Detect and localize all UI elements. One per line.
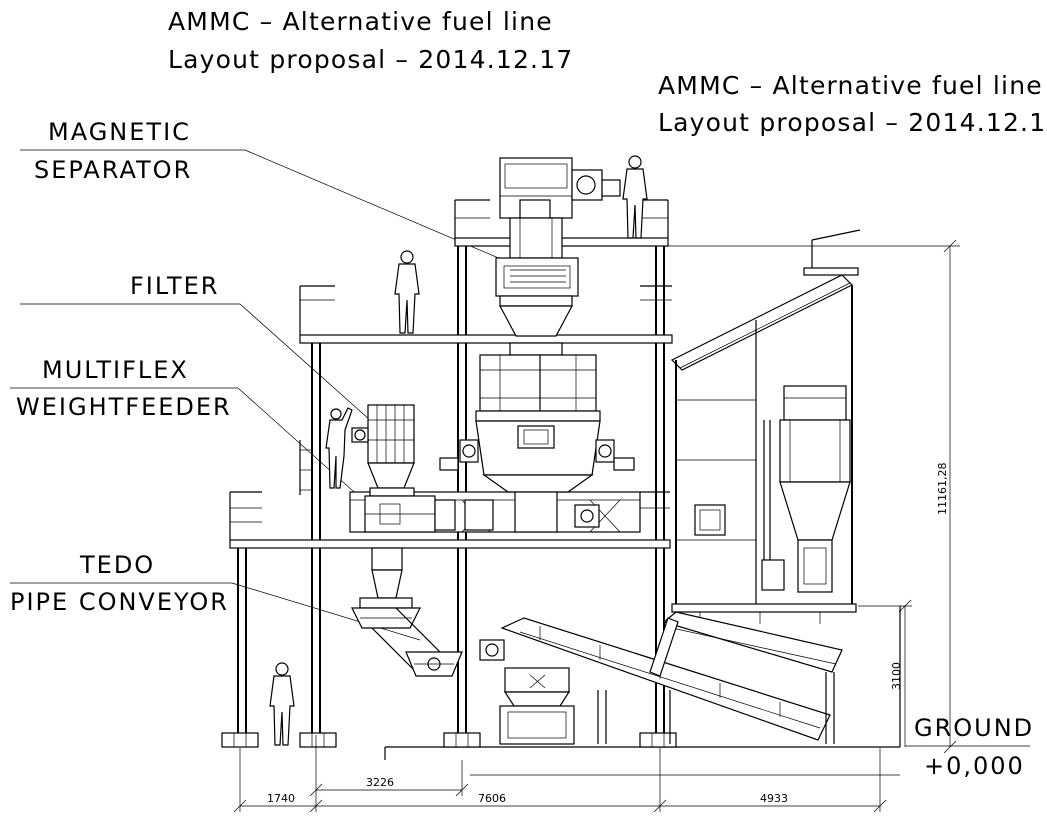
dim-4933: 4933: [760, 792, 788, 805]
dim-11161: 11161,28: [936, 463, 949, 516]
magnetic-label-2: SEPARATOR: [34, 156, 192, 184]
tedo-pipe-conveyor: [351, 547, 463, 677]
callout-tedo-pipe-conveyor: TEDO PIPE CONVEYOR: [10, 551, 421, 641]
person-figure-top-platform: [622, 155, 648, 239]
inclined-conveyor: [479, 617, 831, 745]
filter-label: FILTER: [130, 272, 219, 300]
dimension-3226: 3226: [309, 735, 469, 797]
title-top-line2: Layout proposal – 2014.12.17: [168, 45, 573, 74]
person-figure-ground: [269, 662, 295, 746]
right-building: [649, 229, 861, 744]
title-right-line2: Layout proposal – 2014.12.17: [658, 108, 1047, 137]
multiflex-weightfeeder: [364, 495, 456, 533]
central-unit: [439, 342, 635, 533]
tedo-label-2: PIPE CONVEYOR: [10, 588, 229, 616]
ground-line: [384, 606, 901, 776]
ground-label-2: +0,000: [924, 752, 1025, 780]
dimension-3100: 3100: [858, 599, 912, 747]
person-figure-filter: [325, 407, 353, 489]
dim-3226: 3226: [366, 776, 394, 789]
filter: [351, 404, 415, 497]
magnetic-separator: [495, 157, 621, 337]
dim-3100: 3100: [890, 662, 903, 690]
dimension-bottom-chain: 1740 7606 4933: [233, 748, 887, 813]
callout-magnetic-separator: MAGNETIC SEPARATOR: [20, 118, 509, 263]
callout-filter: FILTER: [20, 272, 371, 421]
person-figure-mid-platform: [394, 250, 420, 334]
multiflex-label-2: WEIGHTFEEDER: [16, 393, 232, 421]
title-right-line1: AMMC – Alternative fuel line: [658, 71, 1043, 100]
magnetic-label-1: MAGNETIC: [48, 118, 191, 146]
callout-multiflex-weightfeeder: MULTIFLEX WEIGHTFEEDER: [10, 356, 373, 509]
ground-label-1: GROUND: [914, 714, 1034, 742]
dimension-right-height: 11161,28: [668, 239, 960, 754]
multiflex-label-1: MULTIFLEX: [42, 356, 189, 384]
dim-7606: 7606: [478, 792, 506, 805]
dim-1740: 1740: [267, 792, 295, 805]
title-top-line1: AMMC – Alternative fuel line: [168, 7, 553, 36]
tedo-label-1: TEDO: [79, 551, 155, 579]
callout-ground: GROUND +0,000: [905, 714, 1034, 780]
